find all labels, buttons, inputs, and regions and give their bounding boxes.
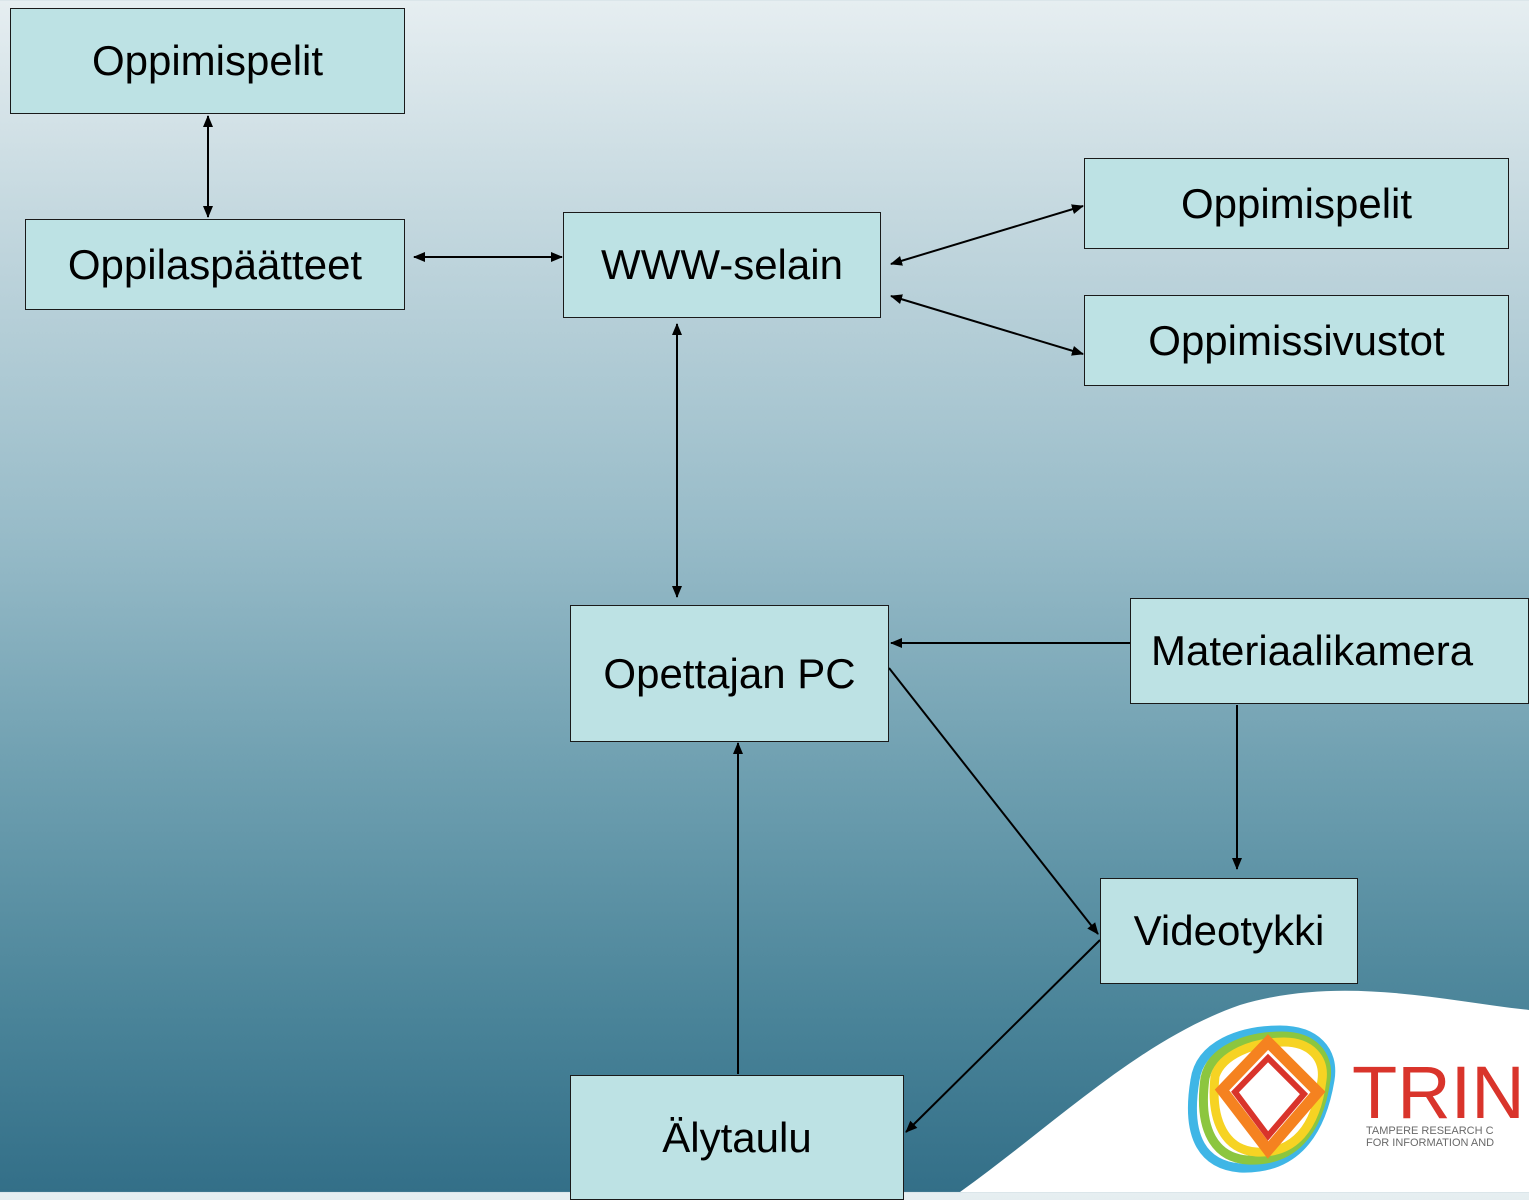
logo-wordmark: TRIN: [1352, 1051, 1525, 1134]
edge-www-selain-oppimispelit: [890, 204, 1084, 266]
node-materiaalikamera: Materiaalikamera: [1130, 598, 1529, 704]
node-oppilaspaatteet: Oppilaspäätteet: [25, 219, 405, 310]
edge-www-selain-oppimissivustot: [890, 294, 1084, 356]
node-oppimissivustot: Oppimissivustot: [1084, 295, 1509, 386]
node-oppimispelit-top: Oppimispelit: [10, 8, 405, 114]
logo-tagline-2: FOR INFORMATION AND: [1366, 1137, 1494, 1149]
edge-opettajan-pc-videotykki: [888, 667, 1099, 935]
node-oppimispelit-right: Oppimispelit: [1084, 158, 1509, 249]
edge-videotykki-alytaulu: [905, 939, 1101, 1133]
logo-tagline-1: TAMPERE RESEARCH C: [1366, 1125, 1494, 1137]
node-www-selain: WWW-selain: [563, 212, 881, 318]
logo-wave-background: [960, 990, 1529, 1192]
logo-emblem-icon: [1187, 1025, 1336, 1173]
node-videotykki: Videotykki: [1100, 878, 1358, 984]
node-opettajan-pc: Opettajan PC: [570, 605, 889, 742]
node-alytaulu: Älytaulu: [570, 1075, 904, 1200]
